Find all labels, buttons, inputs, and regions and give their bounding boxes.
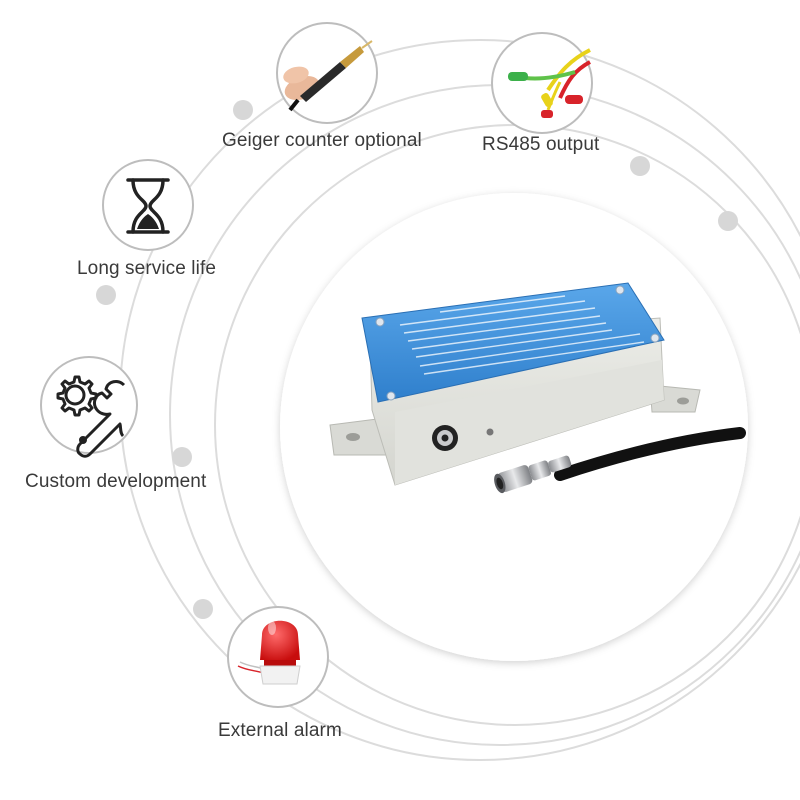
- feature-label-rs485: RS485 output: [482, 134, 600, 155]
- sensor-enclosure-image: [329, 282, 746, 494]
- orbit-dots: [96, 100, 738, 619]
- hourglass-icon: [126, 178, 170, 234]
- feature-label-external-alarm: External alarm: [218, 720, 342, 741]
- life-feature: [102, 159, 194, 251]
- alarm-feature: [227, 606, 329, 708]
- alarm-light-icon: [237, 620, 301, 685]
- geiger-feature: [276, 22, 378, 124]
- rs485-feature: [491, 32, 593, 134]
- custom-feature: [40, 356, 138, 458]
- wires-icon: [508, 48, 591, 118]
- feature-label-geiger: Geiger counter optional: [222, 130, 422, 151]
- gear-wrench-icon: [56, 375, 126, 458]
- geiger-probe-icon: [283, 40, 373, 112]
- feature-label-custom-development: Custom development: [25, 471, 207, 492]
- feature-label-service-life: Long service life: [77, 258, 216, 279]
